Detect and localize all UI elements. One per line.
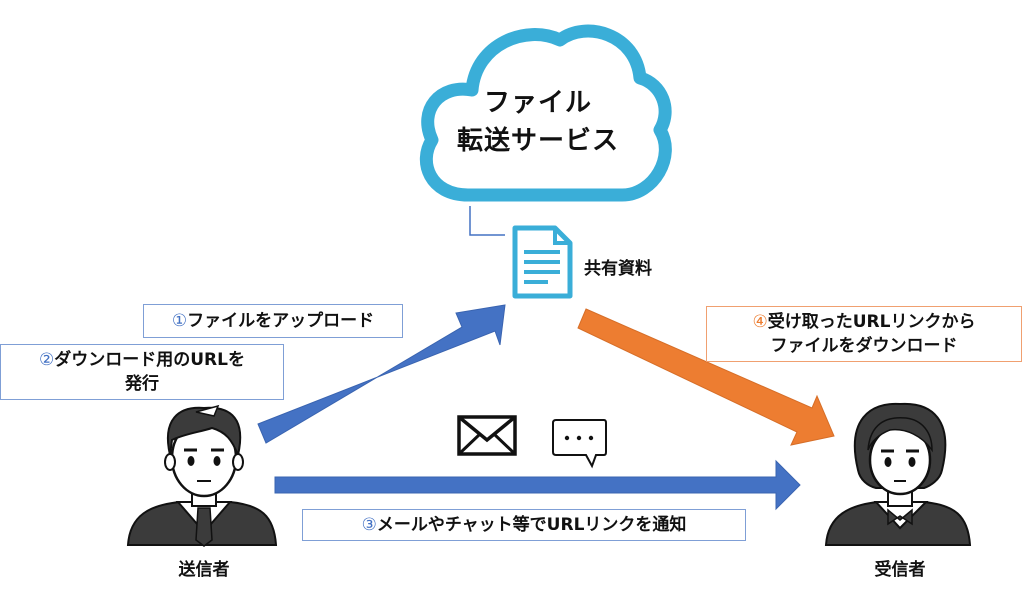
step-3-number: ③ [361, 515, 377, 535]
sender-label: 送信者 [178, 560, 230, 580]
step-2-box: ②ダウンロード用のURLを 発行 [0, 344, 284, 400]
step-1-number: ① [171, 311, 188, 331]
cloud-title-line2: 転送サービス [456, 126, 619, 156]
document-label: 共有資料 [584, 259, 652, 279]
step-4-line2: ファイルをダウンロード [770, 336, 958, 356]
download-arrow [577, 308, 835, 446]
chat-bubble-icon [552, 419, 607, 469]
cloud-title: ファイル 転送サービス [440, 84, 636, 160]
step-4-number: ④ [752, 312, 768, 332]
step-3-text: ③メールやチャット等でURLリンクを通知 [362, 513, 687, 537]
step-3-box: ③メールやチャット等でURLリンクを通知 [302, 509, 746, 541]
document-icon [512, 225, 573, 299]
cloud-icon [419, 24, 672, 202]
envelope-icon [457, 415, 517, 456]
connector-line [469, 206, 505, 236]
step-2-number: ② [39, 350, 55, 370]
step-2-text: ②ダウンロード用のURLを [39, 348, 245, 372]
step-4-box: ④受け取ったURLリンクから ファイルをダウンロード [706, 306, 1022, 362]
step-2-line1: ダウンロード用のURLを [54, 350, 245, 370]
step-1-text: ①ファイルをアップロード [172, 309, 374, 333]
notify-arrow [274, 459, 801, 511]
upload-arrow [257, 304, 506, 444]
step-1-box: ①ファイルをアップロード [143, 304, 403, 338]
step-1-line1: ファイルをアップロード [187, 311, 375, 331]
step-4-line1: 受け取ったURLリンクから [767, 312, 976, 332]
cloud-title-line1: ファイル [483, 88, 592, 118]
receiver-avatar [824, 402, 972, 546]
sender-avatar [126, 404, 278, 547]
receiver-label: 受信者 [874, 560, 926, 580]
step-2-line2: 発行 [125, 374, 159, 394]
step-4-text: ④受け取ったURLリンクから [753, 310, 976, 334]
step-3-line1: メールやチャット等でURLリンクを通知 [376, 515, 687, 535]
